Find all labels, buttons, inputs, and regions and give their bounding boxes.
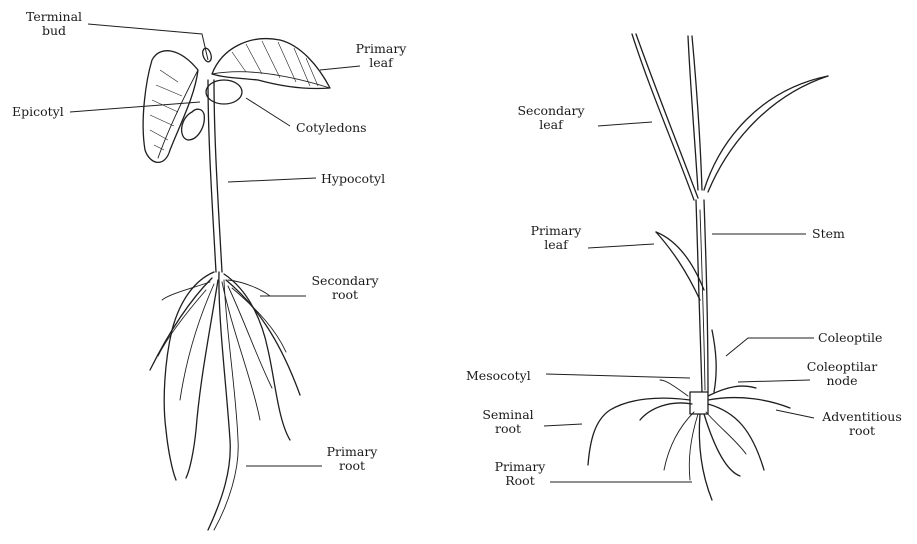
label-coleoptilar-node: Coleoptilar node bbox=[794, 360, 890, 388]
label-dicot-primary-root: Primary root bbox=[320, 445, 384, 473]
dicot-left-leaf bbox=[143, 51, 198, 163]
label-cotyledons: Cotyledons bbox=[296, 121, 396, 135]
monocot-secondary-leaf-left bbox=[632, 34, 694, 200]
label-secondary-root: Secondary root bbox=[300, 274, 390, 302]
leader-epicotyl bbox=[70, 102, 200, 112]
leader-hypocotyl bbox=[228, 178, 316, 182]
label-stem: Stem bbox=[812, 227, 872, 241]
leader-adventitious-root bbox=[776, 410, 814, 418]
monocot-stem bbox=[696, 200, 702, 392]
label-adventitious-root: Adventitious root bbox=[810, 410, 914, 438]
label-monocot-primary-root: Primary Root bbox=[484, 460, 556, 488]
label-secondary-leaf: Secondary leaf bbox=[506, 104, 596, 132]
monocot-secondary-leaf-middle bbox=[688, 36, 698, 190]
monocot-secondary-leaf-right bbox=[704, 76, 828, 190]
label-monocot-primary-leaf: Primary leaf bbox=[520, 224, 592, 252]
label-epicotyl: Epicotyl bbox=[12, 105, 82, 119]
monocot-primary-leaf bbox=[656, 232, 700, 300]
leader-seminal-root bbox=[544, 424, 582, 426]
leader-cotyledons bbox=[246, 98, 290, 126]
label-terminal-bud: Terminal bud bbox=[18, 10, 90, 38]
label-dicot-primary-leaf: Primary leaf bbox=[350, 42, 412, 70]
label-mesocotyl: Mesocotyl bbox=[466, 369, 546, 383]
monocot-seed bbox=[690, 392, 708, 414]
label-coleoptile: Coleoptile bbox=[818, 331, 908, 345]
leader-coleoptile bbox=[726, 338, 814, 356]
dicot-cotyledons bbox=[182, 80, 242, 140]
leader-secondary-leaf bbox=[598, 122, 652, 126]
leader-terminal-bud bbox=[88, 24, 208, 60]
leader-monocot-primary-leaf bbox=[588, 244, 654, 248]
leader-mesocotyl bbox=[546, 374, 690, 378]
dicot-roots bbox=[150, 272, 300, 530]
label-hypocotyl: Hypocotyl bbox=[321, 172, 411, 186]
label-seminal-root: Seminal root bbox=[470, 408, 546, 436]
